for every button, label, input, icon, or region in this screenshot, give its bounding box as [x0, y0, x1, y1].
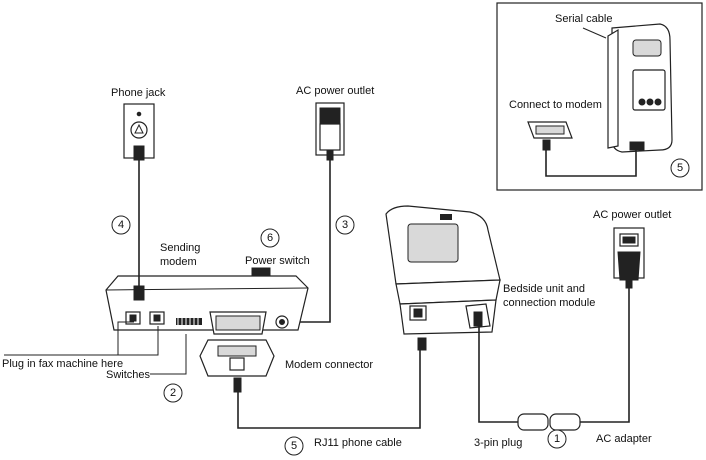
step-3-number: 3: [342, 219, 348, 231]
sending-modem-label-1: Sending: [160, 242, 200, 254]
ac-outlet-right-label: AC power outlet: [593, 209, 671, 221]
step-5-inset-number: 5: [677, 162, 683, 174]
serial-cable-label: Serial cable: [555, 13, 612, 25]
three-pin-cable: [479, 326, 520, 422]
switches-label: Switches: [106, 369, 151, 381]
ac-adapter-brick: [518, 414, 580, 430]
bedside-label-1: Bedside unit and: [503, 283, 585, 295]
power-switch-label: Power switch: [245, 255, 310, 267]
sending-modem: [106, 268, 308, 334]
modem-connector: [200, 340, 274, 392]
three-pin-label: 3-pin plug: [474, 437, 522, 449]
step-1-number: 1: [554, 433, 560, 445]
step-2-number: 2: [170, 387, 176, 399]
ac-outlet-top-label: AC power outlet: [296, 85, 374, 97]
inset-serial-cable: [546, 150, 636, 176]
step-5-main-number: 5: [291, 440, 297, 452]
handheld-device: [608, 24, 672, 152]
inset-modem-connector: [528, 122, 572, 150]
serial-cable-leader: [583, 28, 606, 38]
sending-modem-label-2: modem: [160, 256, 197, 268]
ac-outlet-right: [614, 228, 644, 288]
bedside-unit: [386, 206, 500, 350]
step-6-number: 6: [267, 232, 273, 244]
phone-jack-label: Phone jack: [111, 87, 166, 99]
plug-fax-label: Plug in fax machine here: [2, 358, 123, 370]
step-4-number: 4: [118, 219, 124, 231]
switches-leader: [150, 334, 186, 374]
ac-adapter-label: AC adapter: [596, 433, 652, 445]
ac-outlet-top: [316, 103, 344, 160]
phone-jack: [124, 104, 154, 160]
bedside-label-2: connection module: [503, 297, 595, 309]
rj11-label: RJ11 phone cable: [314, 437, 402, 449]
connect-to-modem-label: Connect to modem: [509, 99, 602, 111]
modem-connector-label: Modem connector: [285, 359, 373, 371]
